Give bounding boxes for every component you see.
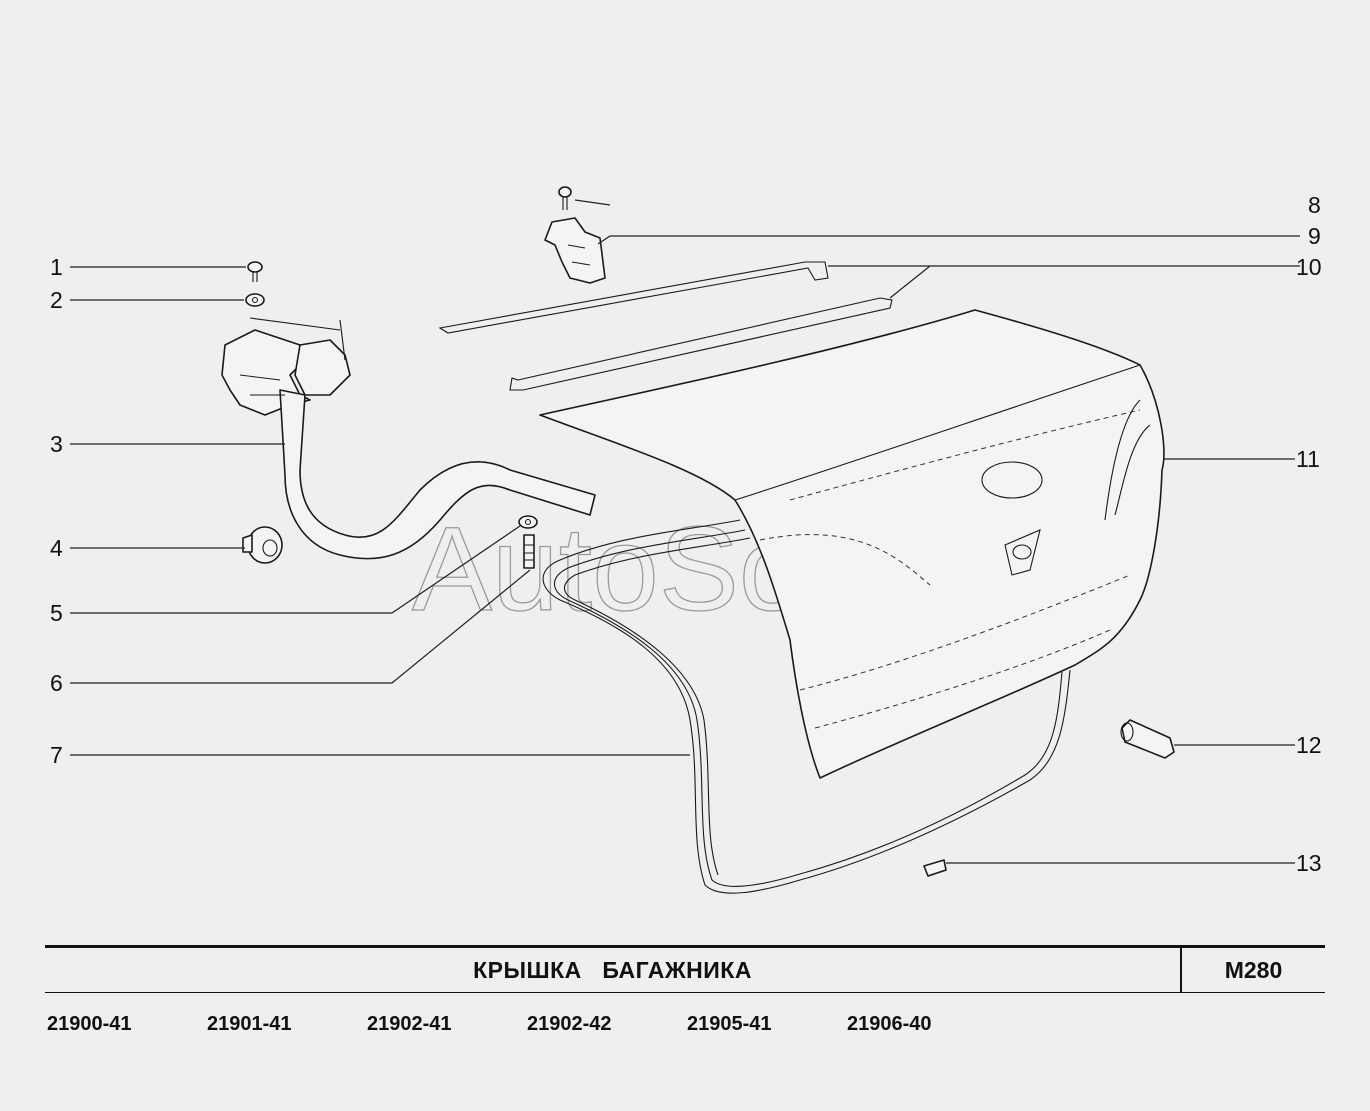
rubber-buffer [242, 526, 283, 564]
callout-12: 12 [1296, 732, 1322, 758]
model-code: 21900-41 [47, 1013, 132, 1035]
trunk-lock [544, 186, 606, 284]
trunk-lid [539, 309, 1165, 779]
title-divider [1180, 948, 1182, 992]
callout-9: 9 [1308, 223, 1321, 249]
plug [923, 859, 947, 877]
callout-2: 2 [50, 287, 63, 313]
model-code: 21905-41 [687, 1013, 772, 1035]
callout-7: 7 [50, 742, 63, 768]
callout-3: 3 [50, 431, 63, 457]
bolt-and-washer-lower [518, 515, 538, 569]
callout-6: 6 [50, 670, 63, 696]
callout-10: 10 [1296, 254, 1322, 280]
callout-numbers: 1 2 3 4 5 6 7 8 9 10 11 12 13 [50, 192, 1322, 876]
torsion-rods [438, 261, 893, 391]
title-block: КРЫШКА БАГАЖНИКА M280 [45, 945, 1325, 993]
model-code: 21902-41 [367, 1013, 452, 1035]
bolt-and-washer [245, 261, 265, 307]
model-code: 21901-41 [207, 1013, 292, 1035]
diagram-code: M280 [1224, 957, 1283, 983]
callout-4: 4 [50, 535, 63, 561]
callout-1: 1 [50, 254, 63, 280]
model-code: 21902-42 [527, 1013, 612, 1035]
model-code: 21906-40 [847, 1013, 932, 1035]
trunk-seal [542, 519, 1071, 894]
leader-lines [70, 199, 1300, 864]
callout-11: 11 [1296, 446, 1320, 472]
callout-5: 5 [50, 600, 63, 626]
callout-8: 8 [1308, 192, 1321, 218]
page-title: КРЫШКА БАГАЖНИКА [473, 957, 752, 983]
stop-buffer [1120, 719, 1175, 759]
model-list: 21900-41 21901-41 21902-41 21902-42 2190… [47, 1013, 1007, 1039]
callout-13: 13 [1296, 850, 1322, 876]
trunk-hinge [221, 317, 596, 560]
